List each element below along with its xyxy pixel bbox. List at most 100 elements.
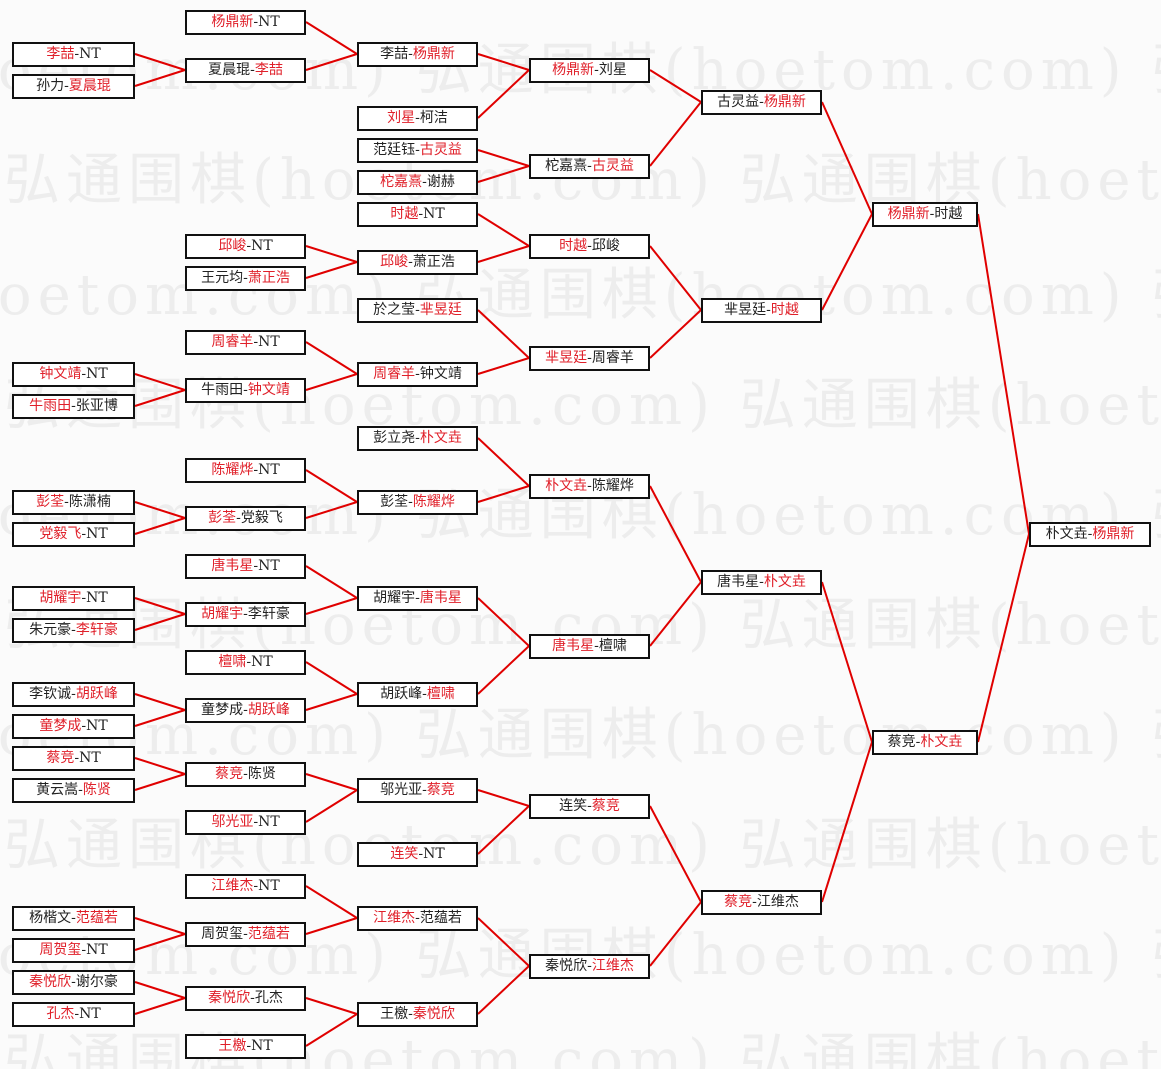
match-box[interactable]: 柁嘉熹-谢赫: [357, 170, 478, 195]
match-box[interactable]: 范廷钰-古灵益: [357, 138, 478, 163]
match-box[interactable]: 杨鼎新-NT: [185, 10, 306, 35]
match-box[interactable]: 柁嘉熹-古灵益: [529, 154, 650, 179]
match-box[interactable]: 秦悦欣-孔杰: [185, 986, 306, 1011]
player-right: 孔杰: [254, 990, 283, 1006]
match-box[interactable]: 时越-NT: [357, 202, 478, 227]
match-box[interactable]: 秦悦欣-江维杰: [529, 954, 650, 979]
separator: -: [74, 1006, 80, 1022]
separator: -: [415, 910, 420, 926]
player-left: 刘星: [387, 110, 416, 126]
match-box[interactable]: 蔡竞-朴文垚: [872, 730, 978, 755]
match-box[interactable]: 杨鼎新-刘星: [529, 58, 650, 83]
match-box[interactable]: 唐韦星-朴文垚: [701, 570, 822, 595]
match-box[interactable]: 党毅飞-NT: [12, 522, 135, 547]
match-box[interactable]: 李喆-NT: [12, 42, 135, 67]
match-box[interactable]: 邬光亚-蔡竞: [357, 778, 478, 803]
match-box[interactable]: 童梦成-NT: [12, 714, 135, 739]
player-left: 王元均: [201, 270, 244, 286]
separator: -: [408, 494, 413, 510]
match-box[interactable]: 唐韦星-NT: [185, 554, 306, 579]
match-box[interactable]: 周睿羊-NT: [185, 330, 306, 355]
player-left: 胡跃峰: [380, 686, 423, 702]
match-box[interactable]: 杨楷文-范蕴若: [12, 906, 135, 931]
player-left: 杨鼎新: [552, 62, 595, 78]
match-box[interactable]: 孔杰-NT: [12, 1002, 135, 1027]
match-box[interactable]: 江维杰-NT: [185, 874, 306, 899]
bracket-connector: [134, 517, 186, 535]
match-box[interactable]: 朴文垚-陈耀烨: [529, 474, 650, 499]
match-box[interactable]: 邱峻-NT: [185, 234, 306, 259]
match-box[interactable]: 童梦成-胡跃峰: [185, 698, 306, 723]
separator: -: [81, 366, 87, 382]
match-box[interactable]: 彭荃-陈耀烨: [357, 490, 478, 515]
match-box[interactable]: 胡跃峰-檀啸: [357, 682, 478, 707]
bracket-connector: [649, 485, 702, 583]
separator: -: [253, 558, 259, 574]
match-box[interactable]: 江维杰-范蕴若: [357, 906, 478, 931]
match-box[interactable]: 连笑-NT: [357, 842, 478, 867]
match-box[interactable]: 於之莹-芈昱廷: [357, 298, 478, 323]
match-box[interactable]: 邬光亚-NT: [185, 810, 306, 835]
match-box[interactable]: 周贺玺-范蕴若: [185, 922, 306, 947]
player-right: 钟文靖: [419, 366, 462, 382]
match-box[interactable]: 芈昱廷-时越: [701, 298, 822, 323]
match-box[interactable]: 王元均-萧正浩: [185, 266, 306, 291]
match-box[interactable]: 李钦诚-胡跃峰: [12, 682, 135, 707]
match-box[interactable]: 杨鼎新-时越: [872, 202, 978, 227]
match-box[interactable]: 古灵益-杨鼎新: [701, 90, 822, 115]
match-box[interactable]: 李喆-杨鼎新: [357, 42, 478, 67]
player-right: 钟文靖: [247, 382, 290, 398]
match-box[interactable]: 檀啸-NT: [185, 650, 306, 675]
player-right: 谢赫: [426, 174, 455, 190]
match-box[interactable]: 唐韦星-檀啸: [529, 634, 650, 659]
player-right: 萧正浩: [412, 254, 455, 270]
match-box[interactable]: 胡耀宇-唐韦星: [357, 586, 478, 611]
bracket-connector: [821, 101, 873, 215]
player-right: NT: [258, 878, 280, 894]
player-right: NT: [79, 46, 101, 62]
match-box[interactable]: 朱元豪-李轩豪: [12, 618, 135, 643]
match-box[interactable]: 牛雨田-张亚博: [12, 394, 135, 419]
match-box[interactable]: 黄云嵩-陈贤: [12, 778, 135, 803]
match-box[interactable]: 邱峻-萧正浩: [357, 250, 478, 275]
player-left: 柁嘉熹: [545, 158, 588, 174]
match-box[interactable]: 蔡竞-NT: [12, 746, 135, 771]
match-box[interactable]: 刘星-柯洁: [357, 106, 478, 131]
separator: -: [246, 654, 252, 670]
match-box[interactable]: 连笑-蔡竞: [529, 794, 650, 819]
bracket-connector: [305, 773, 358, 791]
match-box[interactable]: 时越-邱峻: [529, 234, 650, 259]
player-left: 蔡竞: [46, 750, 75, 766]
match-box[interactable]: 王檄-NT: [185, 1034, 306, 1059]
match-box[interactable]: 周睿羊-钟文靖: [357, 362, 478, 387]
match-box[interactable]: 芈昱廷-周睿羊: [529, 346, 650, 371]
match-box[interactable]: 蔡竞-江维杰: [701, 890, 822, 915]
match-box[interactable]: 彭荃-陈潇楠: [12, 490, 135, 515]
separator: -: [253, 878, 259, 894]
match-box[interactable]: 胡耀宇-NT: [12, 586, 135, 611]
bracket-connector: [134, 773, 186, 791]
separator: -: [246, 238, 252, 254]
separator: -: [415, 142, 420, 158]
match-box[interactable]: 陈耀烨-NT: [185, 458, 306, 483]
match-box[interactable]: 周贺玺-NT: [12, 938, 135, 963]
player-left: 王檄: [218, 1038, 247, 1054]
separator: -: [415, 110, 420, 126]
match-box[interactable]: 彭荃-党毅飞: [185, 506, 306, 531]
match-box[interactable]: 朴文垚-杨鼎新: [1029, 522, 1151, 547]
match-box[interactable]: 牛雨田-钟文靖: [185, 378, 306, 403]
match-box[interactable]: 秦悦欣-谢尔豪: [12, 970, 135, 995]
player-right: 柯洁: [419, 110, 448, 126]
match-box[interactable]: 孙力-夏晨琨: [12, 74, 135, 99]
bracket-connector: [305, 21, 358, 55]
match-box[interactable]: 蔡竞-陈贤: [185, 762, 306, 787]
bracket-connector: [305, 885, 358, 919]
separator: -: [71, 910, 76, 926]
separator: -: [587, 798, 592, 814]
match-box[interactable]: 钟文靖-NT: [12, 362, 135, 387]
match-box[interactable]: 夏晨琨-李喆: [185, 58, 306, 83]
bracket-connector: [305, 693, 358, 711]
match-box[interactable]: 彭立尧-朴文垚: [357, 426, 478, 451]
match-box[interactable]: 王檄-秦悦欣: [357, 1002, 478, 1027]
match-box[interactable]: 胡耀宇-李轩豪: [185, 602, 306, 627]
